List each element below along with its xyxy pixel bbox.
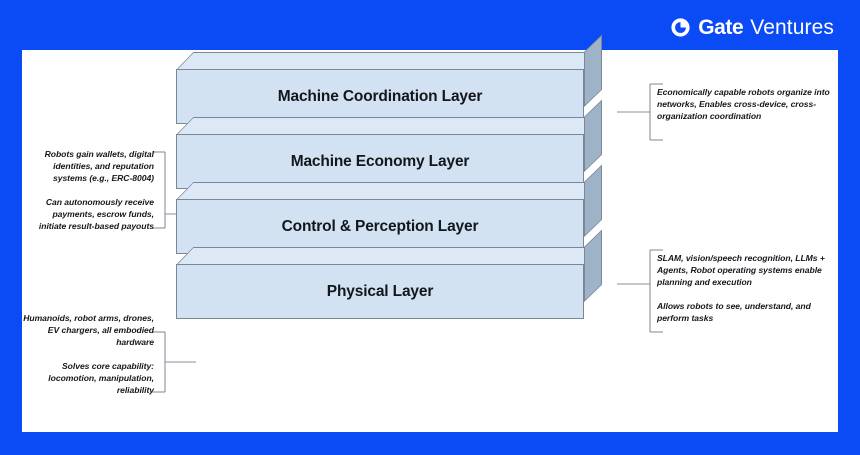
annotation-paragraph: Can autonomously receive payments, escro… xyxy=(38,196,154,232)
layer-front-face: Physical Layer xyxy=(176,264,584,319)
brand-logo: Gate Ventures xyxy=(670,14,834,40)
layer-physical[interactable]: Physical Layer xyxy=(176,229,602,319)
layer-side-face xyxy=(584,164,602,237)
layer-side-face xyxy=(584,99,602,172)
layer-top-face xyxy=(176,117,602,135)
brand-suffix: Ventures xyxy=(750,15,834,39)
layer-machine-economy[interactable]: Machine Economy Layer xyxy=(176,99,602,189)
layer-top-face xyxy=(176,247,602,265)
layer-label: Machine Coordination Layer xyxy=(277,87,483,105)
layer-stack: Machine Coordination Layer Machine Econo… xyxy=(176,34,616,332)
annotation-control-perception: SLAM, vision/speech recognition, LLMs + … xyxy=(657,252,833,324)
annotation-physical: Humanoids, robot arms, drones, EV charge… xyxy=(22,312,154,396)
layer-side-face xyxy=(584,34,602,107)
annotation-paragraph: Robots gain wallets, digital identities,… xyxy=(44,149,154,184)
annotation-paragraph: Humanoids, robot arms, drones, EV charge… xyxy=(23,313,154,348)
layer-machine-coordination[interactable]: Machine Coordination Layer xyxy=(176,34,602,124)
layer-label: Machine Economy Layer xyxy=(290,152,470,170)
layer-label: Control & Perception Layer xyxy=(281,217,479,235)
gate-circle-logo-icon xyxy=(671,17,690,37)
annotation-paragraph: SLAM, vision/speech recognition, LLMs + … xyxy=(657,253,825,288)
annotation-paragraph: Economically capable robots organize int… xyxy=(657,87,830,122)
annotation-paragraph: Solves core capability: locomotion, mani… xyxy=(48,360,154,396)
layer-top-face xyxy=(176,182,602,200)
layer-side-face xyxy=(584,229,602,302)
layer-front-face: Machine Economy Layer xyxy=(176,134,584,189)
layer-label: Physical Layer xyxy=(326,282,434,300)
annotation-paragraph: Allows robots to see, understand, and pe… xyxy=(657,300,811,323)
layer-top-face xyxy=(176,52,602,70)
annotation-machine-coordination: Economically capable robots organize int… xyxy=(657,86,833,123)
layer-control-perception[interactable]: Control & Perception Layer xyxy=(176,164,602,254)
annotation-machine-economy: Robots gain wallets, digital identities,… xyxy=(30,148,154,232)
layer-front-face: Machine Coordination Layer xyxy=(176,69,584,124)
brand-name: Gate xyxy=(698,15,744,39)
layer-front-face: Control & Perception Layer xyxy=(176,199,584,254)
